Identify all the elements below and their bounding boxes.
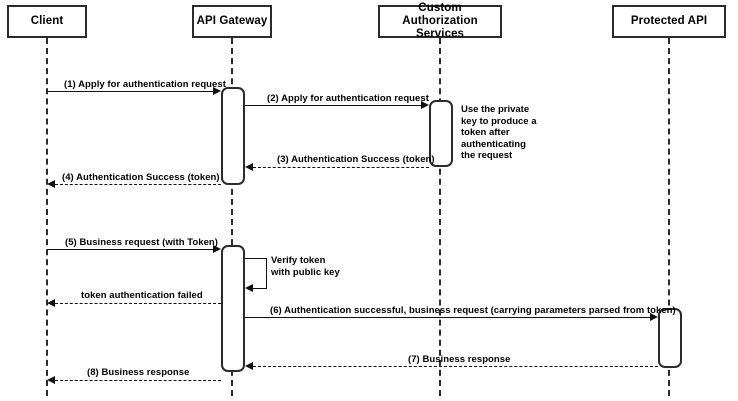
- message-arrowhead-1: [213, 86, 221, 95]
- participant-label-client: Client: [30, 15, 64, 27]
- activation-bar-api-gateway-auth: [221, 87, 245, 185]
- message-arrowhead-2: [421, 100, 429, 109]
- activation-bar-api-gateway-business: [221, 245, 245, 372]
- message-label-token-authentication-failed: token authentication failed: [81, 290, 203, 301]
- participant-box-custom-authorization-services[interactable]: Custom Authorization Services: [378, 2, 502, 40]
- activation-bar-protected-api: [658, 308, 682, 368]
- note-line-2: key to produce a: [461, 115, 537, 127]
- message-line-3: [253, 167, 429, 168]
- message-label-6: (6) Authentication successful, business …: [270, 305, 676, 316]
- participant-label-custom-authorization-services: Custom Authorization Services: [402, 2, 478, 40]
- note-line-4: authenticating: [461, 138, 526, 150]
- self-message-label-line-2: with public key: [271, 267, 340, 278]
- message-arrowhead-token-authentication-failed: [47, 298, 55, 307]
- self-message-arrowhead: [245, 283, 253, 292]
- message-arrowhead-8: [47, 375, 55, 384]
- lifeline-custom-authorization-services: [439, 38, 441, 396]
- message-arrowhead-3: [245, 162, 253, 171]
- self-message-line-bottom: [253, 288, 267, 289]
- message-label-5: (5) Business request (with Token): [65, 237, 218, 248]
- lifeline-client: [46, 38, 48, 396]
- participant-label-protected-api: Protected API: [630, 15, 708, 27]
- message-line-7: [253, 366, 658, 367]
- activation-bar-custom-authorization-services: [429, 100, 453, 167]
- message-label-1: (1) Apply for authentication request: [64, 79, 226, 90]
- participant-box-client[interactable]: Client: [7, 5, 87, 38]
- note-line-3: token after: [461, 127, 510, 138]
- message-label-4: (4) Authentication Success (token): [62, 172, 220, 183]
- participant-box-protected-api[interactable]: Protected API: [612, 5, 726, 38]
- message-label-8: (8) Business response: [87, 367, 190, 378]
- message-arrowhead-6: [650, 312, 658, 321]
- lifeline-api-gateway: [231, 38, 233, 396]
- message-arrowhead-4: [47, 179, 55, 188]
- lifeline-protected-api: [668, 38, 670, 396]
- self-message-line-right: [266, 258, 267, 288]
- message-arrowhead-7: [245, 361, 253, 370]
- message-line-token-authentication-failed: [55, 303, 221, 304]
- message-line-1: [47, 91, 214, 92]
- message-label-2: (2) Apply for authentication request: [267, 93, 429, 104]
- self-message-label-line-1: Verify token: [271, 255, 326, 266]
- message-label-3: (3) Authentication Success (token): [277, 154, 435, 165]
- message-line-2: [245, 105, 421, 106]
- message-label-7: (7) Business response: [408, 354, 511, 365]
- participant-box-api-gateway[interactable]: API Gateway: [192, 5, 272, 38]
- message-line-8: [55, 380, 221, 381]
- message-arrowhead-5: [213, 244, 221, 253]
- participant-label-api-gateway: API Gateway: [196, 15, 268, 27]
- message-line-6: [245, 317, 650, 318]
- self-message-line-top: [245, 258, 267, 259]
- message-line-5: [47, 249, 214, 250]
- note-line-5: the request: [461, 150, 513, 161]
- note-line-1: Use the private: [461, 104, 530, 115]
- note-private-key: Use the private key to produce a token a…: [461, 104, 541, 162]
- message-line-4: [55, 184, 221, 185]
